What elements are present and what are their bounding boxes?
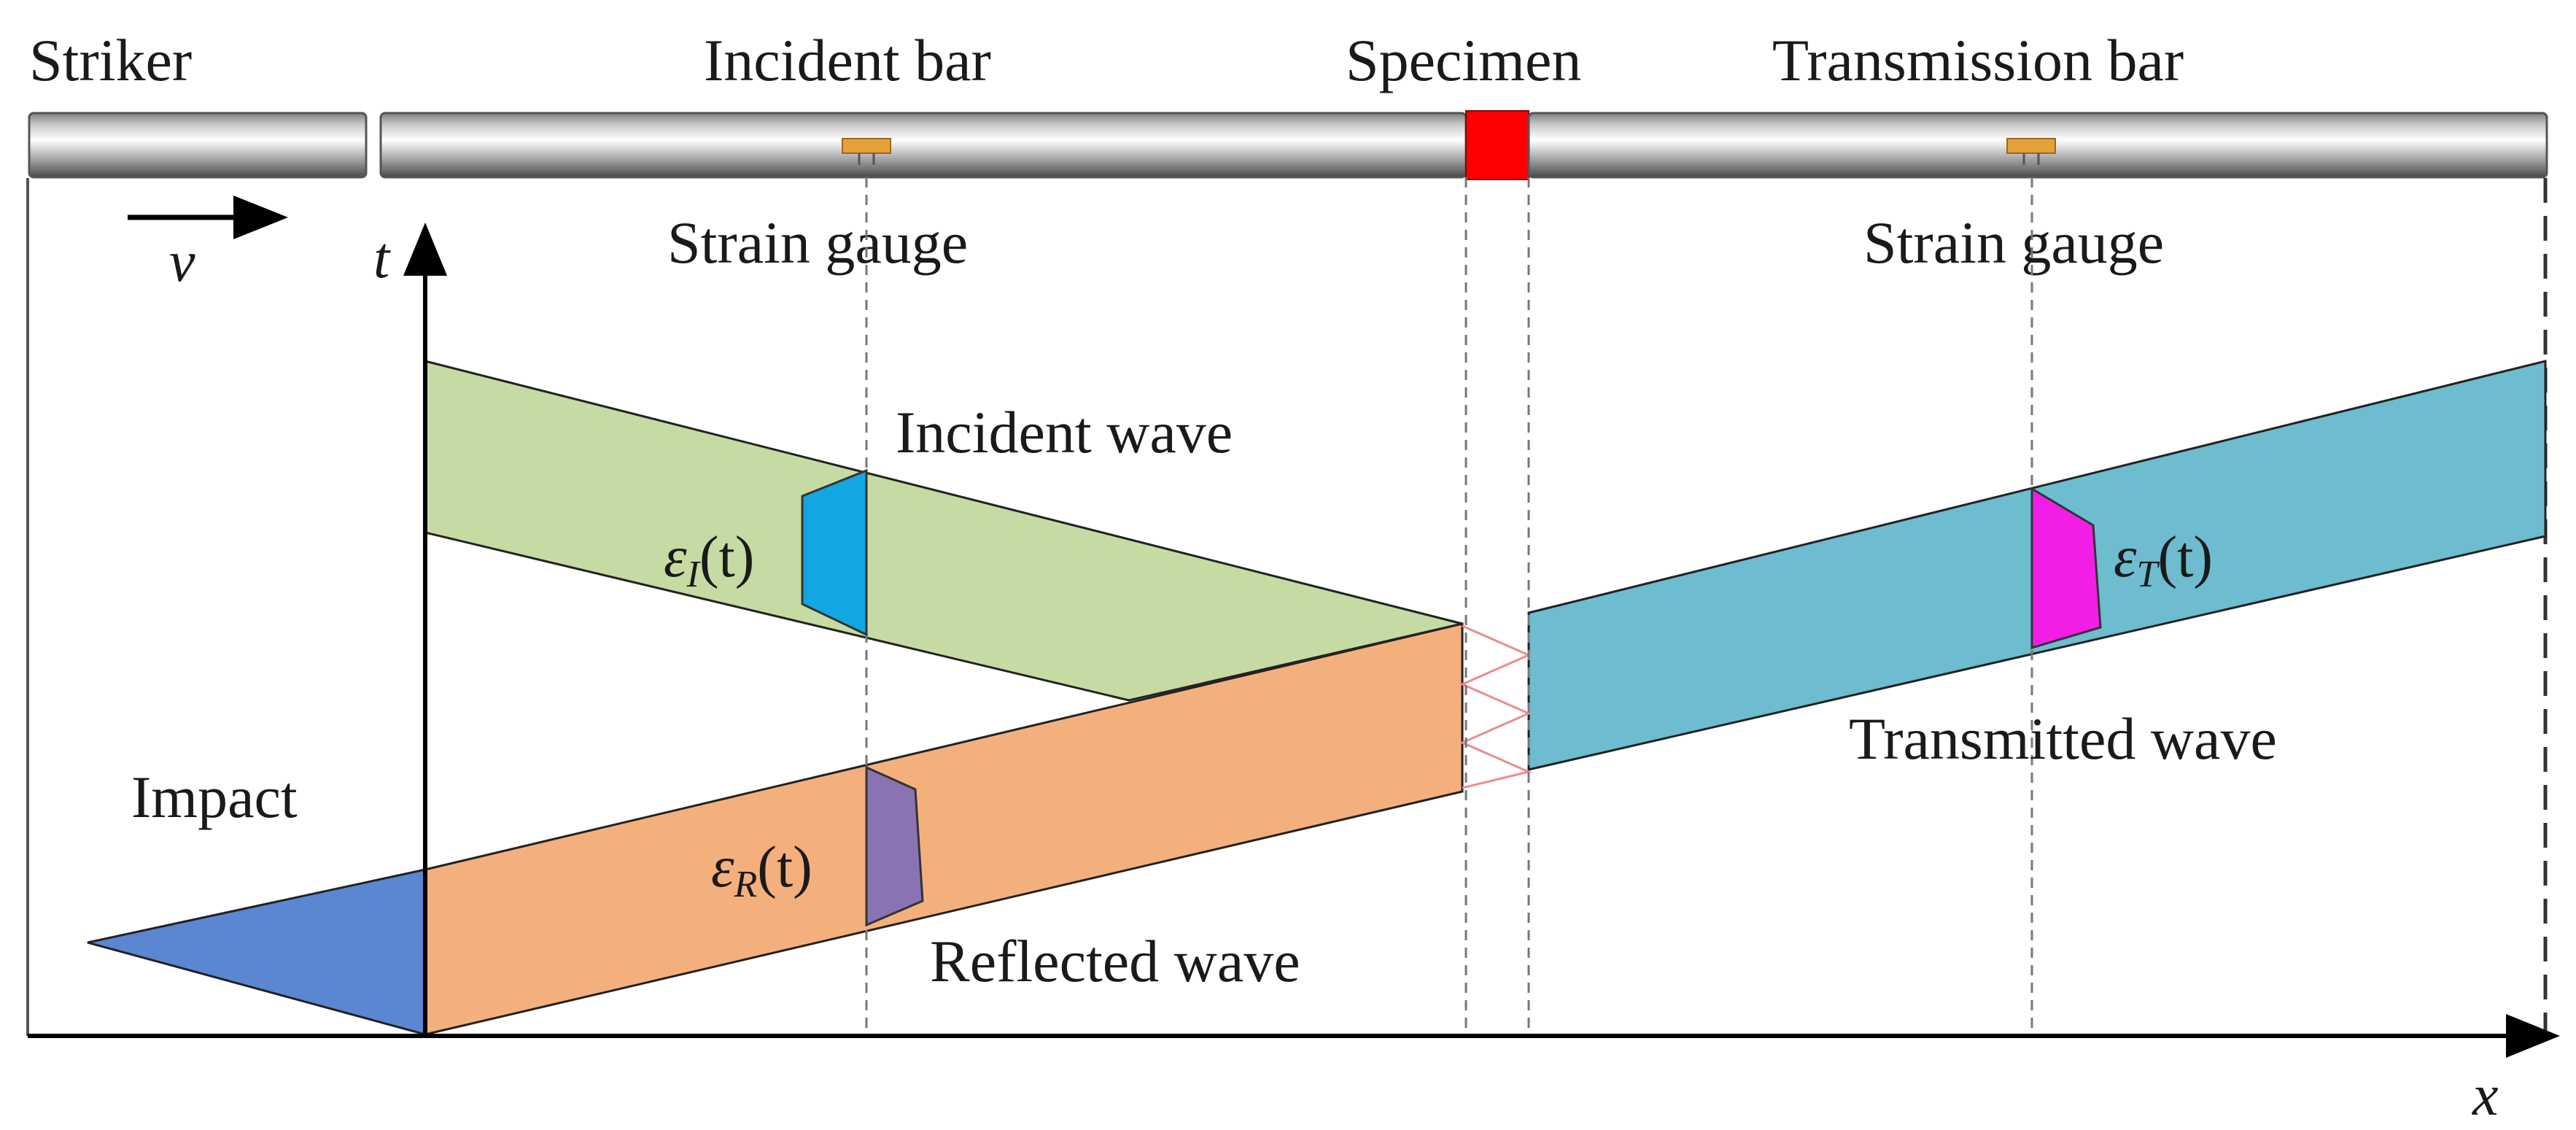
reflected-strain-arg: (t) [757, 835, 812, 899]
incident-bar [379, 112, 1467, 179]
reflected-strain-label: εR(t) [711, 835, 812, 905]
velocity-arrow-icon [128, 196, 288, 239]
velocity-label: v [169, 230, 195, 294]
t-axis [403, 222, 447, 1036]
strain-gauge-left-label: Strain gauge [667, 209, 968, 276]
strain-gauge-right-icon [2006, 138, 2056, 165]
incident-wave-label: Incident wave [896, 399, 1233, 465]
transmitted-strain-subscript: T [2137, 554, 2160, 595]
transmitted-strain-arg: (t) [2157, 525, 2213, 589]
impact-label: Impact [131, 764, 298, 830]
striker-bar [28, 112, 368, 179]
reflected-strain-subscript: R [734, 864, 758, 905]
x-axis-label: x [2472, 1064, 2499, 1128]
reflected-wave-label: Reflected wave [930, 928, 1300, 994]
transmitted-strain-label: εT(t) [2114, 525, 2213, 595]
reflected-strain-marker [865, 765, 924, 927]
incident-strain-arg: (t) [699, 525, 755, 589]
x-axis [28, 1014, 2560, 1058]
incident-strain-marker [801, 468, 868, 637]
striker-label: Striker [29, 27, 192, 93]
specimen-block [1465, 110, 1529, 180]
specimen-reflection-zigzag [1459, 624, 1532, 789]
incident-bar-label: Incident bar [704, 27, 991, 93]
transmitted-strain-marker [2030, 487, 2102, 650]
specimen-label: Specimen [1346, 27, 1581, 93]
incident-strain-symbol: ε [664, 525, 687, 589]
t-axis-label: t [373, 226, 391, 290]
impact-triangle [87, 868, 427, 1036]
incident-strain-subscript: I [686, 554, 702, 595]
strain-gauge-right-label: Strain gauge [1863, 209, 2164, 276]
strain-gauge-left-icon [842, 138, 891, 165]
transmitted-strain-symbol: ε [2114, 525, 2137, 589]
incident-strain-label: εI(t) [664, 525, 754, 595]
reflected-strain-symbol: ε [711, 835, 734, 899]
transmission-bar-label: Transmission bar [1772, 27, 2184, 93]
transmitted-wave-label: Transmitted wave [1849, 705, 2277, 772]
